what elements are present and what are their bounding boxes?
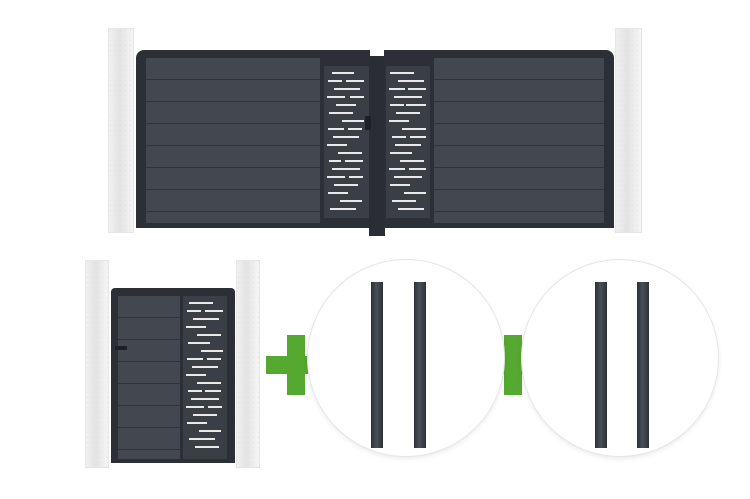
left-pillar [85, 260, 109, 468]
pedestrian-gate-slats [118, 296, 180, 459]
gate-handle-icon [365, 116, 371, 130]
right-pillar [236, 260, 260, 468]
post-pair-circle [308, 260, 504, 456]
gate-handle-icon [115, 346, 127, 350]
pedestrian-gate-decor-panel [183, 296, 227, 459]
gate-post [414, 282, 426, 448]
slot-pattern-icon [186, 302, 223, 448]
center-stile [369, 56, 385, 236]
gate-post [637, 282, 649, 448]
left-leaf-slats [146, 58, 320, 223]
gate-post [371, 282, 383, 448]
post-pair-circle [522, 260, 718, 456]
right-pillar [615, 28, 642, 233]
gate-post [595, 282, 607, 448]
right-leaf-decor-panel [386, 66, 430, 218]
slot-pattern-icon [327, 72, 364, 210]
left-pillar [108, 28, 134, 233]
left-leaf-decor-panel [324, 66, 369, 218]
slot-pattern-icon [389, 72, 426, 210]
right-leaf-slats [434, 58, 604, 223]
